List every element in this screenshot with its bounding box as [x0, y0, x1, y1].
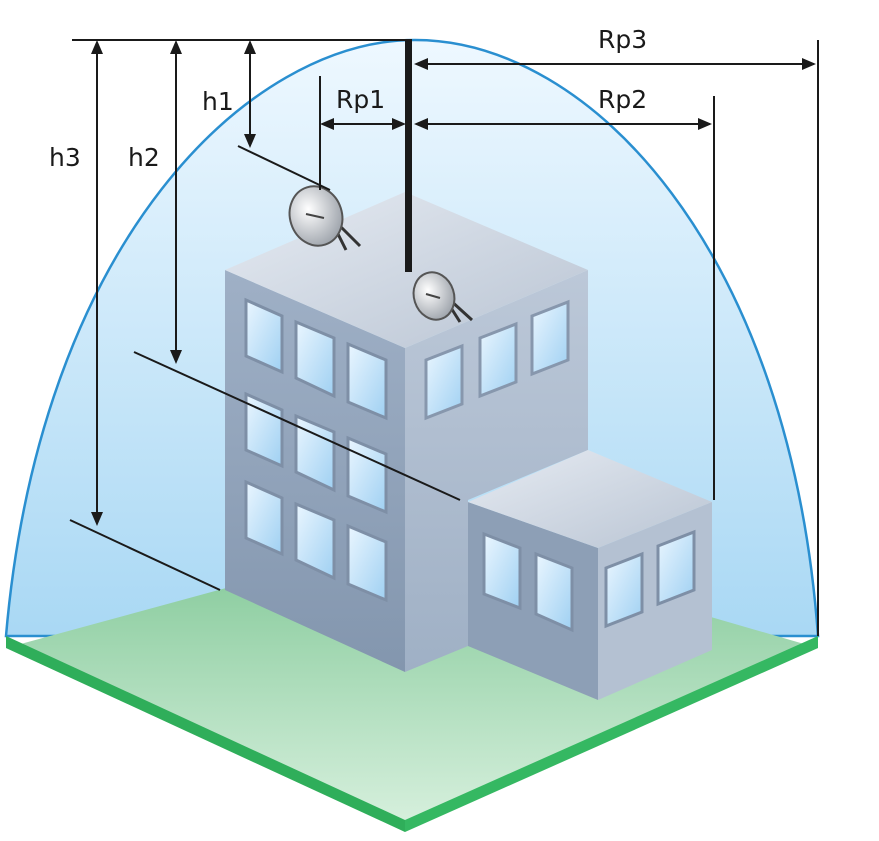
rp2-dimension: Rp2 [414, 85, 712, 130]
h2-label: h2 [128, 143, 160, 172]
window [656, 529, 696, 607]
rp3-dimension: Rp3 [414, 25, 816, 70]
window [294, 413, 336, 493]
reference-lines [69, 39, 819, 636]
window [478, 321, 518, 399]
annex-roof [468, 450, 712, 548]
rp1-label: Rp1 [336, 85, 385, 114]
window [346, 341, 388, 421]
rp2-label: Rp2 [598, 85, 647, 114]
window [244, 479, 284, 557]
window [346, 435, 388, 515]
h1-dimension: h1 [202, 40, 256, 148]
window [244, 391, 284, 469]
h3-label: h3 [49, 143, 81, 172]
h3-dimension: h3 [49, 40, 103, 526]
window [604, 551, 644, 629]
windows-main-left [244, 297, 388, 603]
satellite-dish-icon [288, 185, 362, 251]
windows-annex [482, 529, 696, 633]
windows-main-right [424, 299, 570, 421]
window [530, 299, 570, 377]
window [244, 297, 284, 375]
window [346, 523, 388, 603]
satellite-dish-icon [412, 271, 474, 323]
window [294, 319, 336, 399]
antenna-mast-icon [405, 40, 412, 272]
h1-label: h1 [202, 87, 234, 116]
window [482, 531, 522, 611]
window [294, 501, 336, 581]
rp3-label: Rp3 [598, 25, 647, 54]
window [424, 343, 464, 421]
rp1-dimension: Rp1 [320, 85, 406, 130]
window [534, 551, 574, 633]
h2-dimension: h2 [128, 40, 182, 364]
